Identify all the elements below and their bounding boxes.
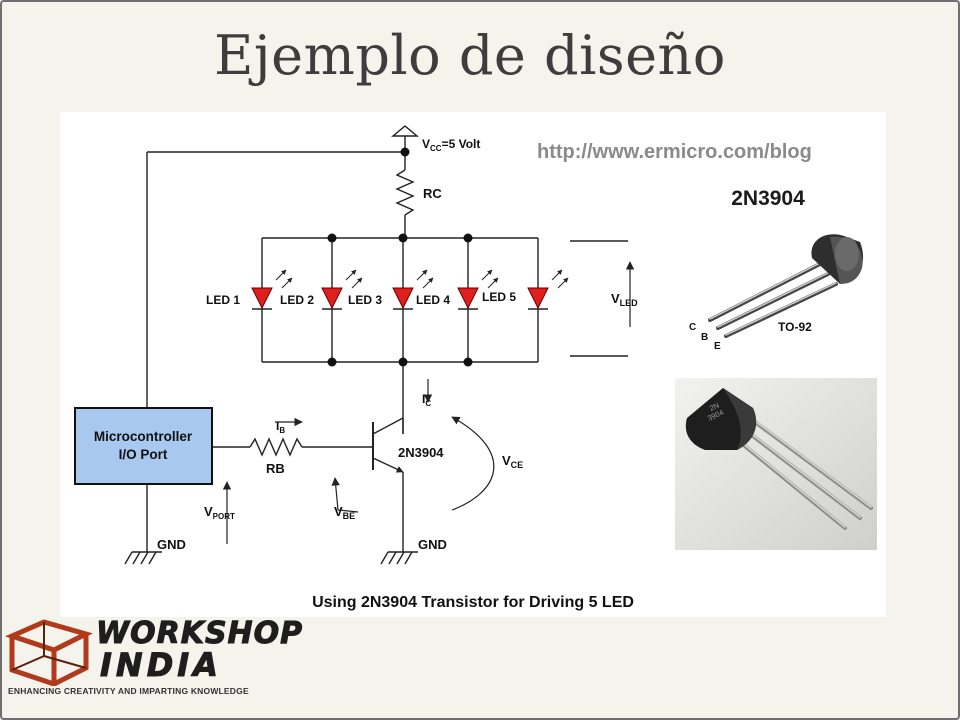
transistor-photo: 2N 3904	[675, 378, 877, 550]
gnd-right-label: GND	[418, 537, 447, 552]
led-4	[457, 269, 499, 310]
led-5	[527, 269, 569, 310]
rb-resistor	[249, 437, 303, 457]
vce-label: VCE	[502, 453, 523, 470]
cube-logo-icon	[5, 619, 93, 686]
to92-package-drawing: C B E TO-92	[689, 234, 864, 352]
workshop-india-logo: WORKSHOP INDIA ENHANCING CREATIVITY AND …	[4, 614, 303, 700]
led-4-label: LED 4	[416, 293, 450, 307]
slide-title: Ejemplo de diseño	[214, 24, 726, 87]
mcu-label-1: Microcontroller	[94, 429, 193, 444]
led-1	[251, 269, 293, 310]
transistor-title: 2N3904	[731, 187, 805, 210]
ib-label: IB	[276, 419, 285, 435]
package-label: TO-92	[778, 320, 812, 334]
circuit-diagram: Microcontroller I/O Port VCC=5 Volt http…	[74, 125, 864, 611]
led-3-label: LED 3	[348, 293, 382, 307]
vled-label: VLED	[611, 291, 638, 308]
mcu-label-2: I/O Port	[119, 447, 168, 462]
vport-label: VPORT	[204, 504, 235, 521]
vcc-label: VCC=5 Volt	[422, 137, 480, 153]
junction-dots	[327, 147, 473, 367]
pin-e-label: E	[714, 341, 721, 352]
led-5-label: LED 5	[482, 290, 516, 304]
gnd-left-label: GND	[157, 537, 186, 552]
vcc-symbol	[391, 125, 419, 137]
photo-marking-1: 2N	[708, 401, 720, 413]
led-2	[321, 269, 363, 310]
transistor-label: 2N3904	[398, 445, 444, 460]
rb-label: RB	[266, 461, 285, 476]
vbe-arrow	[331, 477, 359, 513]
source-url: http://www.ermicro.com/blog	[537, 141, 812, 163]
microcontroller-box	[74, 407, 213, 485]
led-1-label: LED 1	[206, 293, 240, 307]
rc-label: RC	[423, 186, 442, 201]
logo-tagline: ENHANCING CREATIVITY AND IMPARTING KNOWL…	[8, 686, 249, 696]
vbe-label: VBE	[334, 504, 355, 521]
led-2-label: LED 2	[280, 293, 314, 307]
figure-caption: Using 2N3904 Transistor for Driving 5 LE…	[312, 594, 634, 611]
rc-resistor	[395, 169, 415, 216]
vce-arrow	[451, 416, 495, 511]
pin-c-label: C	[689, 322, 696, 333]
logo-word-india: INDIA	[100, 646, 222, 685]
logo-word-workshop: WORKSHOP	[95, 616, 304, 652]
led-3	[392, 269, 434, 310]
pin-b-label: B	[701, 332, 708, 343]
led-symbols	[251, 269, 569, 310]
ic-label: IC	[422, 392, 431, 408]
